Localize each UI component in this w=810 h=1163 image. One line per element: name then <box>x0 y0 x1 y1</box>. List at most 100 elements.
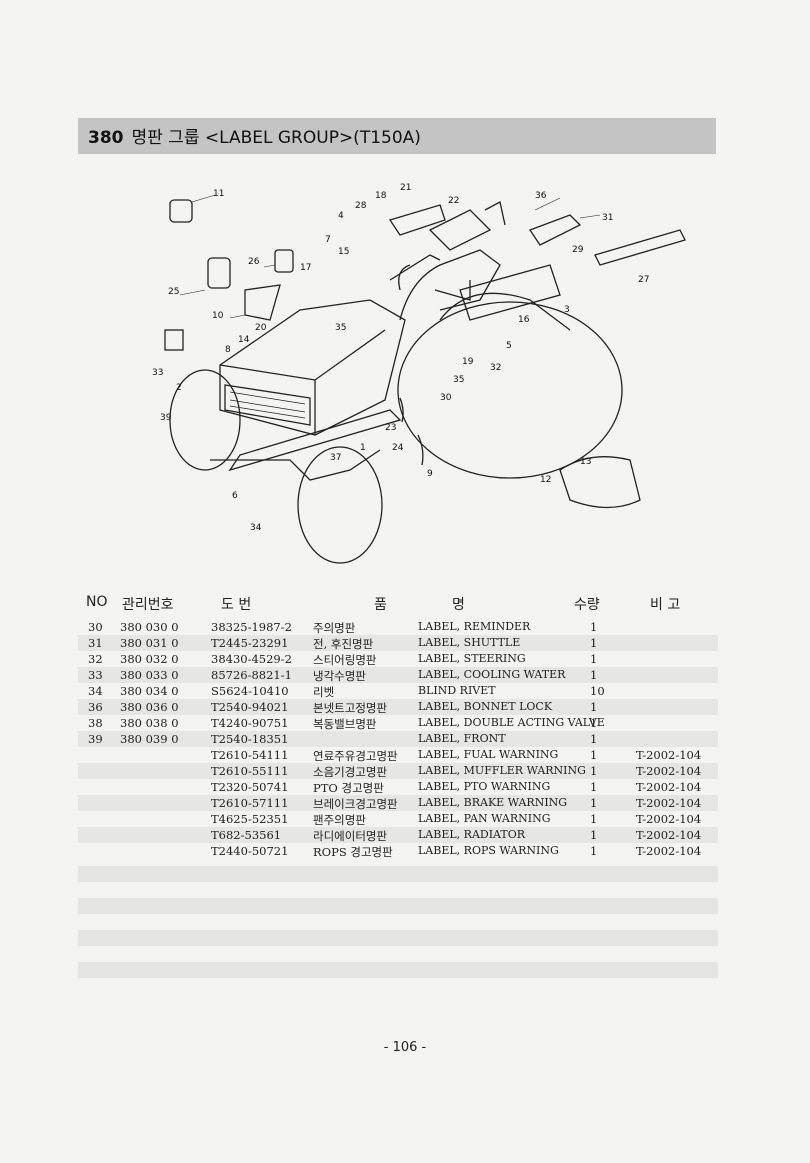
cell-qty: 1 <box>590 668 598 682</box>
cell-note: T-2002-104 <box>636 844 702 858</box>
cell-draw: 85726-8821-1 <box>211 668 292 682</box>
col-no: NO <box>86 594 108 610</box>
cell-qty: 1 <box>590 748 598 762</box>
cell-qty: 1 <box>590 812 598 826</box>
cell-ename: LABEL, STEERING <box>418 652 526 665</box>
cell-kname: 주의명판 <box>313 621 356 635</box>
callout-label: 5 <box>506 341 512 351</box>
cell-no: 33 <box>88 668 103 682</box>
cell-kname: 리벳 <box>313 685 335 699</box>
callout-label: 25 <box>168 287 179 297</box>
cell-draw: T2540-18351 <box>211 732 289 746</box>
cell-kname: 팬주의명판 <box>313 813 366 827</box>
cell-draw: 38325-1987-2 <box>211 620 292 634</box>
col-qty: 수량 <box>574 597 600 613</box>
cell-draw: T2540-94021 <box>211 700 289 714</box>
callout-label: 33 <box>152 368 163 378</box>
callout-label: 27 <box>638 275 649 285</box>
callout-label: 24 <box>392 443 404 453</box>
cell-kname: ROPS 경고명판 <box>313 845 393 859</box>
section-title-text: 명판 그룹 <LABEL GROUP>(T150A) <box>131 128 421 148</box>
cell-draw: T2320-50741 <box>211 780 289 794</box>
callout-label: 34 <box>250 523 262 533</box>
cell-ename: LABEL, RADIATOR <box>418 828 526 841</box>
cell-no: 31 <box>88 636 103 650</box>
cell-draw: T2440-50721 <box>211 844 289 858</box>
cell-kname: 스티어링명판 <box>313 653 377 667</box>
cell-draw: 38430-4529-2 <box>211 652 292 666</box>
cell-no: 30 <box>88 620 103 634</box>
cell-qty: 1 <box>590 636 598 650</box>
cell-ename: LABEL, PTO WARNING <box>418 780 551 793</box>
front-wheel-outline <box>297 446 383 564</box>
cell-draw: T2610-55111 <box>211 764 289 778</box>
cell-ename: LABEL, PAN WARNING <box>418 812 551 825</box>
page-number: - 106 - <box>383 1040 427 1055</box>
callout-label: 6 <box>232 491 238 501</box>
cell-no: 38 <box>88 716 103 730</box>
callout-label: 29 <box>572 245 584 255</box>
cell-mgmt: 380 032 0 <box>120 652 179 666</box>
callout-label: 21 <box>400 183 411 193</box>
cell-ename: LABEL, ROPS WARNING <box>418 844 559 857</box>
callout-label: 3 <box>564 305 570 315</box>
callout-label: 39 <box>160 413 172 423</box>
callout-label: 19 <box>462 357 474 367</box>
cell-ename: LABEL, FUAL WARNING <box>418 748 559 761</box>
cell-draw: T682-53561 <box>211 828 282 842</box>
callout-label: 1 <box>360 443 366 453</box>
cell-mgmt: 380 036 0 <box>120 700 179 714</box>
cell-ename: LABEL, COOLING WATER <box>418 668 566 681</box>
callout-label: 16 <box>518 315 530 325</box>
cell-qty: 1 <box>590 764 598 778</box>
callout-label: 8 <box>225 345 231 355</box>
callout-label: 11 <box>213 189 224 199</box>
callout-label: 17 <box>300 263 311 273</box>
cell-note: T-2002-104 <box>636 812 702 826</box>
cell-qty: 10 <box>590 684 605 698</box>
callout-label: 35 <box>453 375 464 385</box>
cell-draw: T2445-23291 <box>211 636 289 650</box>
cell-kname: 전, 후진명판 <box>313 637 374 651</box>
cell-qty: 1 <box>590 620 598 634</box>
cell-ename: LABEL, SHUTTLE <box>418 636 521 649</box>
section-header-bar <box>78 118 716 154</box>
callout-label: 23 <box>385 423 396 433</box>
cell-kname: 본넷트고정명판 <box>313 701 388 715</box>
cell-no: 32 <box>88 652 103 666</box>
table-row: 36 380 036 0 T2540-94021 본넷트고정명판 LABEL, BONN… <box>78 699 718 715</box>
cell-no: 36 <box>88 700 103 714</box>
cell-mgmt: 380 033 0 <box>120 668 179 682</box>
callout-label: 31 <box>602 213 613 223</box>
callout-label: 18 <box>375 191 387 201</box>
callout-label: 7 <box>325 235 331 245</box>
cell-draw: S5624-10410 <box>211 684 289 698</box>
callout-labels: 11 25 26 17 10 20 14 8 33 2 39 35 37 1 6… <box>152 183 649 533</box>
empty-row-bands <box>78 866 718 994</box>
callout-label: 15 <box>338 247 349 257</box>
col-note: 비 고 <box>650 597 681 613</box>
cell-mgmt: 380 038 0 <box>120 716 179 730</box>
cell-ename: LABEL, FRONT <box>418 732 506 745</box>
cell-note: T-2002-104 <box>636 764 702 778</box>
cell-mgmt: 380 030 0 <box>120 620 179 634</box>
cell-kname: PTO 경고명판 <box>313 781 384 795</box>
cell-qty: 1 <box>590 732 598 746</box>
callout-label: 37 <box>330 453 341 463</box>
cell-mgmt: 380 039 0 <box>120 732 179 746</box>
callout-label: 14 <box>238 335 250 345</box>
cell-ename: LABEL, BONNET LOCK <box>418 700 553 713</box>
col-name-1: 품 <box>374 597 387 613</box>
cell-draw: T2610-57111 <box>211 796 289 810</box>
